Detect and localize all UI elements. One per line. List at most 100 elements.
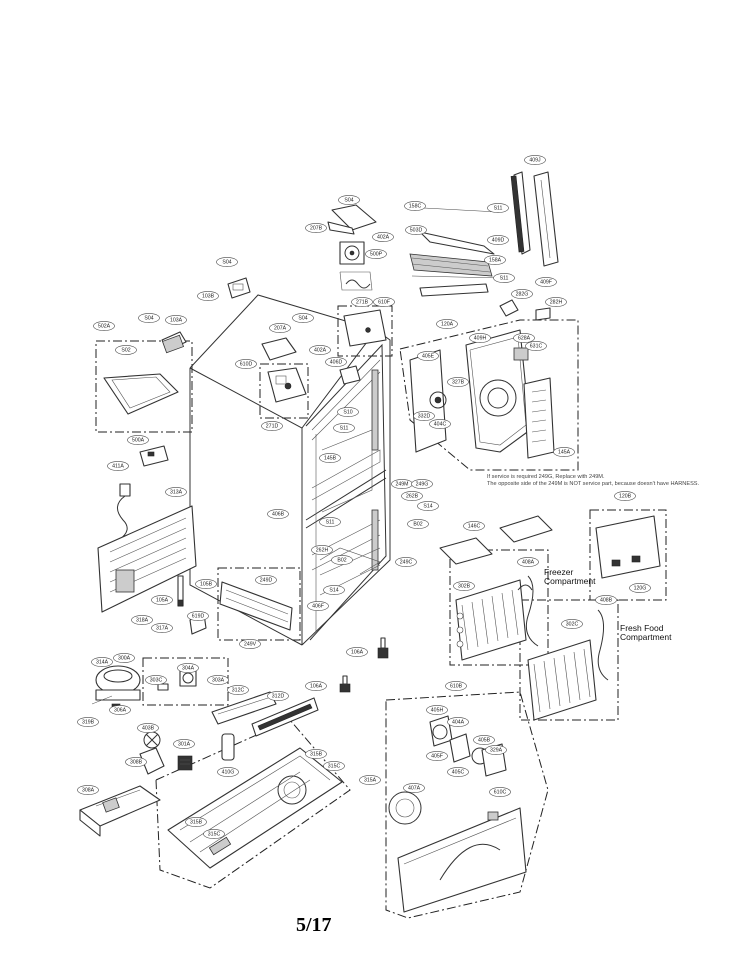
part-callout-label: 402A: [377, 234, 390, 240]
part-callout-label: 207A: [274, 325, 287, 331]
part-callout-label: 315C: [208, 831, 221, 837]
part-callout-oval: [77, 717, 99, 727]
part-callout-oval: [337, 407, 359, 417]
part-callout-oval: [197, 291, 219, 301]
part-callout-318a: 318A: [131, 615, 153, 625]
part-callout-label: 619D: [192, 613, 205, 619]
part-callout-329a: 329A: [485, 745, 507, 755]
part-callout-oval: [292, 313, 314, 323]
part-callout-oval: [93, 321, 115, 331]
part-callout-249m: 249M: [391, 479, 413, 489]
part-callout-label: 503D: [410, 227, 423, 233]
part-callout-oval: [463, 521, 485, 531]
part-callout-610b: 610B: [445, 681, 467, 691]
part-callout-312c: 312C: [227, 685, 249, 695]
part-callout-oval: [165, 315, 187, 325]
part-callout-oval: [109, 705, 131, 715]
part-callout-oval: [484, 255, 506, 265]
freezer-label-line2: Compartment: [544, 576, 596, 586]
part-callout-label: S10: [343, 409, 352, 415]
part-callout-label: 329A: [490, 747, 503, 753]
part-callout-319b: 319B: [77, 717, 99, 727]
part-callout-label: S11: [500, 275, 509, 281]
freezer-label-line1: Freezer: [544, 567, 574, 577]
rails-312: [211, 691, 319, 737]
part-callout-label: 405E: [422, 353, 435, 359]
part-callout-label: 406D: [330, 359, 343, 365]
part-callout-oval: [151, 623, 173, 633]
part-callout-label: 120A: [441, 321, 454, 327]
part-callout-oval: [447, 377, 469, 387]
part-callout-label: 318A: [136, 617, 149, 623]
part-callout-label: 105B: [200, 581, 213, 587]
part-callout-label: S14: [423, 503, 432, 509]
fresh-food-compartment-label: Fresh Food Compartment: [620, 624, 672, 642]
evaporator-302c: [527, 609, 609, 721]
part-callout-s10: S10: [337, 407, 359, 417]
part-callout-label: S04: [222, 259, 231, 265]
part-callout-oval: [511, 289, 533, 299]
part-callout-402a2: 402A: [309, 345, 331, 355]
part-callout-oval: [145, 675, 167, 685]
part-callout-105b: 105B: [195, 579, 217, 589]
part-callout-oval: [269, 323, 291, 333]
part-callout-610f: 610F: [373, 297, 395, 307]
part-callout-282h: 282H: [545, 297, 567, 307]
part-callout-oval: [177, 663, 199, 673]
part-callout-oval: [305, 681, 327, 691]
part-callout-oval: [405, 225, 427, 235]
part-callout-label: S04: [144, 315, 153, 321]
part-callout-label: 405H: [431, 707, 444, 713]
outline-fan-duct-assembly: [385, 691, 549, 919]
part-callout-502a: 502A: [93, 321, 115, 331]
part-callout-oval: [333, 423, 355, 433]
filter-410g: [177, 733, 235, 771]
part-callout-503d: 503D: [405, 225, 427, 235]
part-callout-158a: 158A: [484, 255, 506, 265]
part-callout-315c: 315C: [323, 761, 345, 771]
part-callout-619d: 619D: [187, 611, 209, 621]
part-callout-oval: [485, 745, 507, 755]
part-callout-label: 158A: [489, 257, 502, 263]
part-callout-500p: 500P: [365, 249, 387, 259]
part-callout-label: 306A: [114, 707, 127, 713]
part-callout-405f: 405F: [426, 751, 448, 761]
part-callout-610c: 610C: [489, 787, 511, 797]
part-callout-label: 103B: [202, 293, 215, 299]
part-callout-oval: [629, 583, 651, 593]
part-callout-407a: 407A: [403, 783, 425, 793]
part-callout-s04d: S04: [292, 313, 314, 323]
part-callout-120b: 120B: [614, 491, 636, 501]
part-callout-oval: [469, 333, 491, 343]
part-callout-oval: [261, 421, 283, 431]
part-callout-500a: 500A: [127, 435, 149, 445]
fresh-food-label-line1: Fresh Food: [620, 623, 664, 633]
part-callout-404a: 404A: [447, 717, 469, 727]
fan-bracket-207b: [327, 204, 377, 291]
part-callout-oval: [115, 345, 137, 355]
part-callout-oval: [91, 657, 113, 667]
part-callout-label: 146C: [468, 523, 481, 529]
part-callout-label: 500A: [132, 437, 145, 443]
part-callout-120a: 120A: [436, 319, 458, 329]
part-callout-406f: 406F: [307, 601, 329, 611]
part-callout-oval: [216, 257, 238, 267]
outline-center-bracket: [259, 363, 309, 419]
part-callout-106ab: 106A: [305, 681, 327, 691]
part-callout-249v: 249V: [239, 639, 261, 649]
part-callout-label: 271D: [266, 423, 279, 429]
part-callout-302c: 302C: [561, 619, 583, 629]
part-callout-271b: 271B: [351, 297, 373, 307]
part-callout-oval: [359, 775, 381, 785]
part-callout-106aa: 106A: [346, 647, 368, 657]
part-callout-409f: 409F: [535, 277, 557, 287]
service-note-line1: If service is required 249G, Replace wit…: [487, 474, 605, 480]
part-callout-332d: 332D: [413, 411, 435, 421]
part-callout-271d: 271D: [261, 421, 283, 431]
part-callout-label: 120G: [634, 585, 647, 591]
part-callout-105a: 105A: [151, 595, 173, 605]
part-callout-405b: 405B: [473, 735, 495, 745]
part-callout-oval: [138, 313, 160, 323]
part-callout-label: 610F: [378, 299, 390, 305]
part-callout-oval: [525, 341, 547, 351]
